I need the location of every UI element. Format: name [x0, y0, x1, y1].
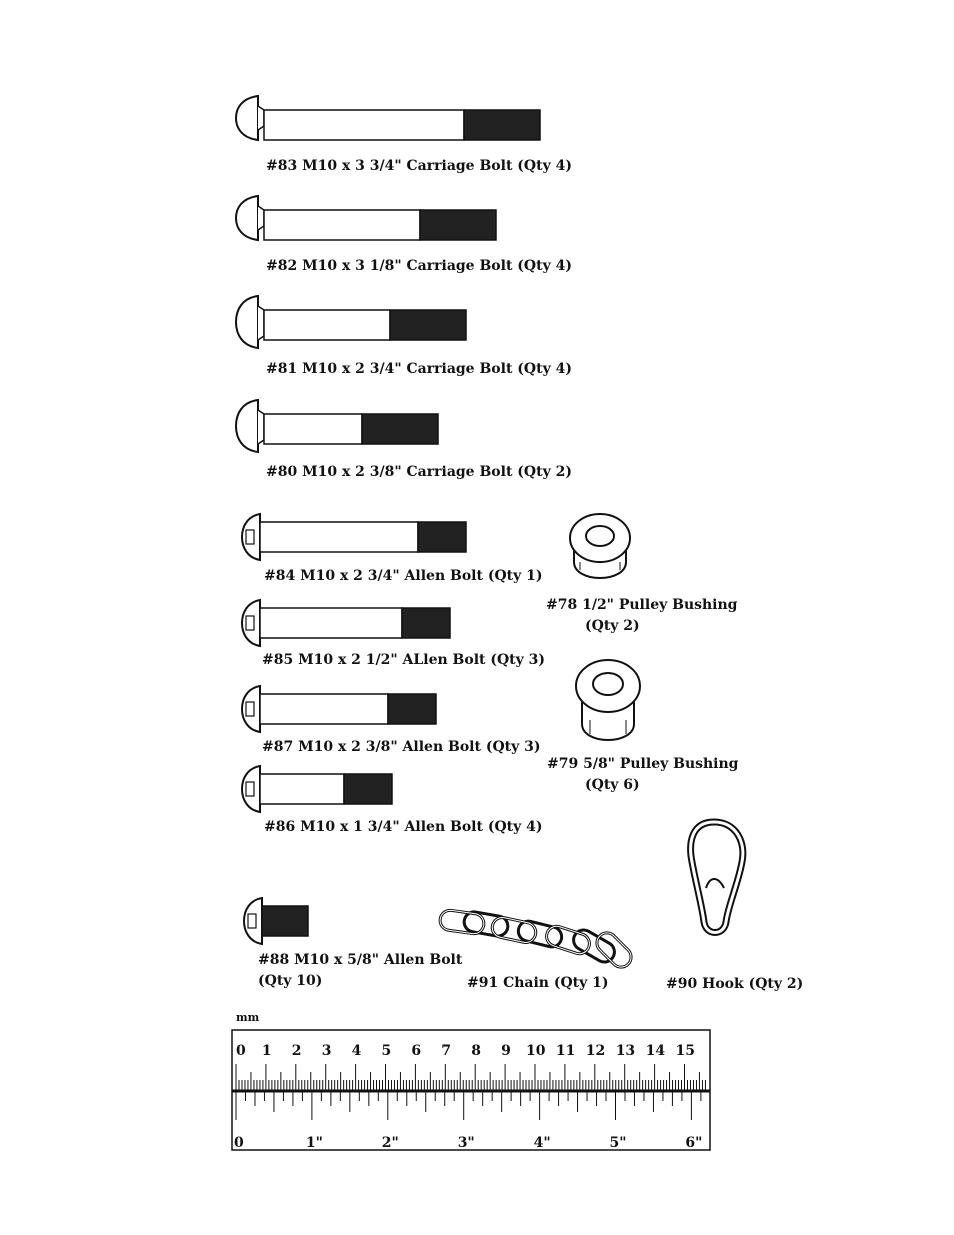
- ruler-cm-label: 12: [586, 1043, 605, 1059]
- ruler-inch-label: 6": [685, 1135, 702, 1151]
- part-91-label: #91 Chain (Qty 1): [467, 975, 609, 991]
- part-83-label: #83 M10 x 3 3/4" Carriage Bolt (Qty 4): [266, 158, 572, 174]
- carriage-bolt-81-drawing: [234, 294, 467, 350]
- part-78-label: #78 1/2" Pulley Bushing: [546, 597, 738, 613]
- ruler-cm-label: 8: [471, 1043, 481, 1059]
- ruler-cm-label: 3: [322, 1043, 332, 1059]
- ruler-cm-label: 13: [616, 1043, 635, 1059]
- ruler-unit-label: mm: [236, 1011, 260, 1024]
- ruler-inch-label: 3": [458, 1135, 475, 1151]
- part-79-qty: (Qty 6): [585, 777, 640, 793]
- ruler-cm-label: 9: [501, 1043, 511, 1059]
- ruler-cm-label: 5: [382, 1043, 392, 1059]
- ruler-cm-label: 7: [441, 1043, 451, 1059]
- pulley-bushing-79-drawing: [575, 659, 641, 742]
- part-78-qty: (Qty 2): [585, 618, 640, 634]
- ruler-cm-label: 11: [556, 1043, 575, 1059]
- ruler-cm-label: 10: [526, 1043, 546, 1059]
- ruler-inch-label: 0: [234, 1135, 244, 1151]
- ruler-inch-label: 1": [306, 1135, 323, 1151]
- allen-bolt-85-drawing: [240, 598, 451, 648]
- hook-90-drawing: [687, 818, 747, 936]
- ruler-cm-label: 15: [676, 1043, 695, 1059]
- ruler-cm-label: 2: [292, 1043, 302, 1059]
- ruler-cm-label: 14: [646, 1043, 666, 1059]
- part-81-label: #81 M10 x 2 3/4" Carriage Bolt (Qty 4): [266, 361, 572, 377]
- carriage-bolt-80-drawing: [234, 398, 439, 454]
- allen-bolt-84-drawing: [240, 512, 467, 562]
- part-85-label: #85 M10 x 2 1/2" ALlen Bolt (Qty 3): [262, 652, 546, 668]
- ruler-cm-label: 0: [236, 1043, 246, 1059]
- part-80-label: #80 M10 x 2 3/8" Carriage Bolt (Qty 2): [266, 464, 572, 480]
- part-79-label: #79 5/8" Pulley Bushing: [547, 756, 739, 772]
- ruler-cm-label: 6: [411, 1043, 421, 1059]
- part-84-label: #84 M10 x 2 3/4" Allen Bolt (Qty 1): [264, 568, 543, 584]
- ruler-inch-label: 5": [610, 1135, 627, 1151]
- part-88-label: #88 M10 x 5/8" Allen Bolt: [258, 952, 463, 968]
- carriage-bolt-82-drawing: [234, 194, 497, 242]
- allen-bolt-87-drawing: [240, 684, 437, 734]
- part-87-label: #87 M10 x 2 3/8" Allen Bolt (Qty 3): [262, 739, 541, 755]
- carriage-bolt-83-drawing: [234, 94, 541, 142]
- part-86-label: #86 M10 x 1 3/4" Allen Bolt (Qty 4): [264, 819, 543, 835]
- part-90-label: #90 Hook (Qty 2): [666, 976, 804, 992]
- allen-bolt-86-drawing: [240, 764, 393, 814]
- pulley-bushing-78-drawing: [569, 513, 631, 580]
- allen-bolt-88-drawing: [242, 896, 309, 946]
- ruler-inch-label: 4": [534, 1135, 551, 1151]
- ruler-cm-label: 4: [352, 1043, 362, 1059]
- ruler-cm-label: 1: [262, 1043, 272, 1059]
- part-82-label: #82 M10 x 3 1/8" Carriage Bolt (Qty 4): [266, 258, 572, 274]
- part-88-qty: (Qty 10): [258, 973, 323, 989]
- chain-91-drawing: [438, 908, 633, 969]
- ruler-inch-label: 2": [382, 1135, 399, 1151]
